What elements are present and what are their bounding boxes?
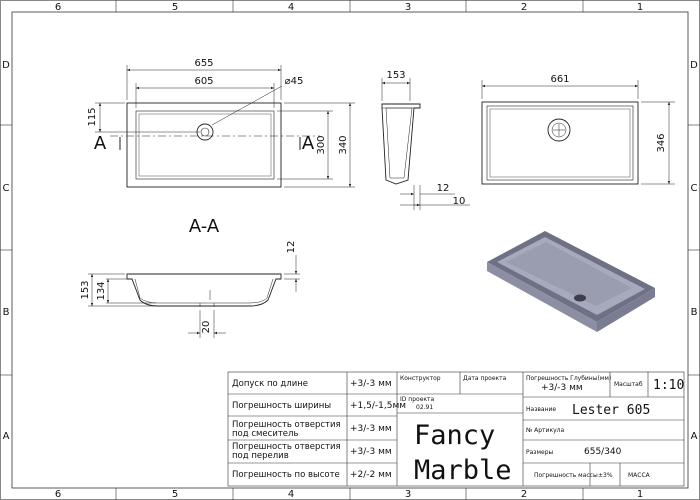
- tb-mass-tol-label: Погрешность массы: [534, 472, 598, 479]
- dim-300: 300: [316, 135, 327, 154]
- tb-row-label-length: Допуск по длине: [232, 379, 308, 389]
- section-dimensions: [88, 255, 300, 338]
- grid-row-right: A: [691, 431, 698, 442]
- dim-115: 115: [87, 107, 98, 126]
- grid-row-left: A: [3, 431, 10, 442]
- grid-row-right: C: [691, 183, 698, 194]
- top-view: [110, 102, 320, 188]
- right-view: [481, 101, 639, 185]
- dim-661: 661: [550, 74, 569, 85]
- tb-row-value-overflow-hole: +3/-3 мм: [350, 447, 392, 457]
- grid-row-left: D: [2, 60, 10, 71]
- dim-134-section: 134: [96, 281, 107, 300]
- grid-col-bottom: 2: [521, 489, 527, 500]
- tb-size-label: Размеры: [526, 449, 554, 456]
- brand-line-1: Fancy: [414, 420, 495, 451]
- grid-row-left: C: [3, 183, 10, 194]
- grid-col-top: 5: [172, 2, 178, 13]
- grid-col-top: 4: [288, 2, 294, 13]
- title-block-grid: [227, 371, 685, 487]
- grid-row-left: B: [3, 307, 10, 318]
- section-title: A-A: [189, 216, 220, 237]
- tb-row-value-height: +2/-2 мм: [350, 470, 392, 480]
- grid-col-top: 1: [637, 2, 643, 13]
- brand-line-2: Marble: [414, 455, 512, 486]
- grid-col-bottom: 6: [55, 489, 61, 500]
- tb-scale-value: 1:10: [653, 378, 684, 393]
- section-mark-left: A: [94, 133, 107, 154]
- tb-mass-label: МАССА: [628, 472, 651, 479]
- tb-scale-label: Масштаб: [614, 381, 643, 388]
- dim-diameter-45: ⌀45: [285, 76, 304, 87]
- tb-article-label: № Артикула: [526, 427, 564, 434]
- grid-row-right: D: [690, 60, 698, 71]
- tb-row-value-mixer-hole: +3/-3 мм: [350, 424, 392, 434]
- grid-row-right: B: [691, 307, 698, 318]
- grid-col-bottom: 3: [405, 489, 411, 500]
- section-mark-right: A: [302, 133, 315, 154]
- tb-name-label: Название: [526, 406, 556, 413]
- grid-col-top: 6: [55, 2, 61, 13]
- dim-153-section: 153: [80, 280, 91, 299]
- grid-col-bottom: 1: [637, 489, 643, 500]
- tb-row-value-length: +3/-3 мм: [350, 379, 392, 389]
- tb-project-id-value: 02.91: [416, 404, 433, 411]
- grid-col-top: 3: [405, 2, 411, 13]
- tb-mass-tol-value: ±3%: [598, 472, 613, 479]
- dim-605: 605: [194, 76, 213, 87]
- dim-12-side: 12: [437, 183, 450, 194]
- tb-name-value: Lester 605: [572, 403, 650, 418]
- grid-col-top: 2: [521, 2, 527, 13]
- dim-20-section: 20: [201, 321, 212, 334]
- side-view-dimensions: [381, 78, 470, 210]
- grid-col-bottom: 4: [288, 489, 294, 500]
- tb-size-value: 655/340: [584, 447, 622, 457]
- dim-12-section: 12: [286, 241, 297, 254]
- top-view-dimensions: [95, 65, 355, 188]
- tb-date-label: Дата проекта: [463, 375, 507, 382]
- dim-153-side: 153: [386, 70, 405, 81]
- tb-row-value-width: +1,5/-1,5мм: [350, 401, 406, 411]
- sink-3d-render: [487, 231, 655, 332]
- tb-depth-tol-label: Погрешность Глубины(мм): [526, 375, 611, 382]
- dim-340: 340: [338, 135, 349, 154]
- tb-designer-label: Конструктор: [400, 375, 441, 382]
- side-view: [381, 103, 421, 185]
- drain-hole-right: [547, 118, 571, 142]
- tb-row-label-height: Погрешность по высоте: [232, 470, 340, 480]
- dim-655: 655: [194, 58, 213, 69]
- grid-col-bottom: 5: [172, 489, 178, 500]
- tb-row-label-width: Погрешность ширины: [232, 401, 331, 411]
- dim-10-side: 10: [453, 196, 466, 207]
- tb-depth-tol-value: +3/-3 мм: [541, 383, 583, 393]
- tb-project-id-label: ID проекта: [400, 396, 435, 403]
- dim-346: 346: [656, 133, 667, 152]
- section-view: [126, 273, 282, 307]
- right-view-dimensions: [481, 80, 675, 185]
